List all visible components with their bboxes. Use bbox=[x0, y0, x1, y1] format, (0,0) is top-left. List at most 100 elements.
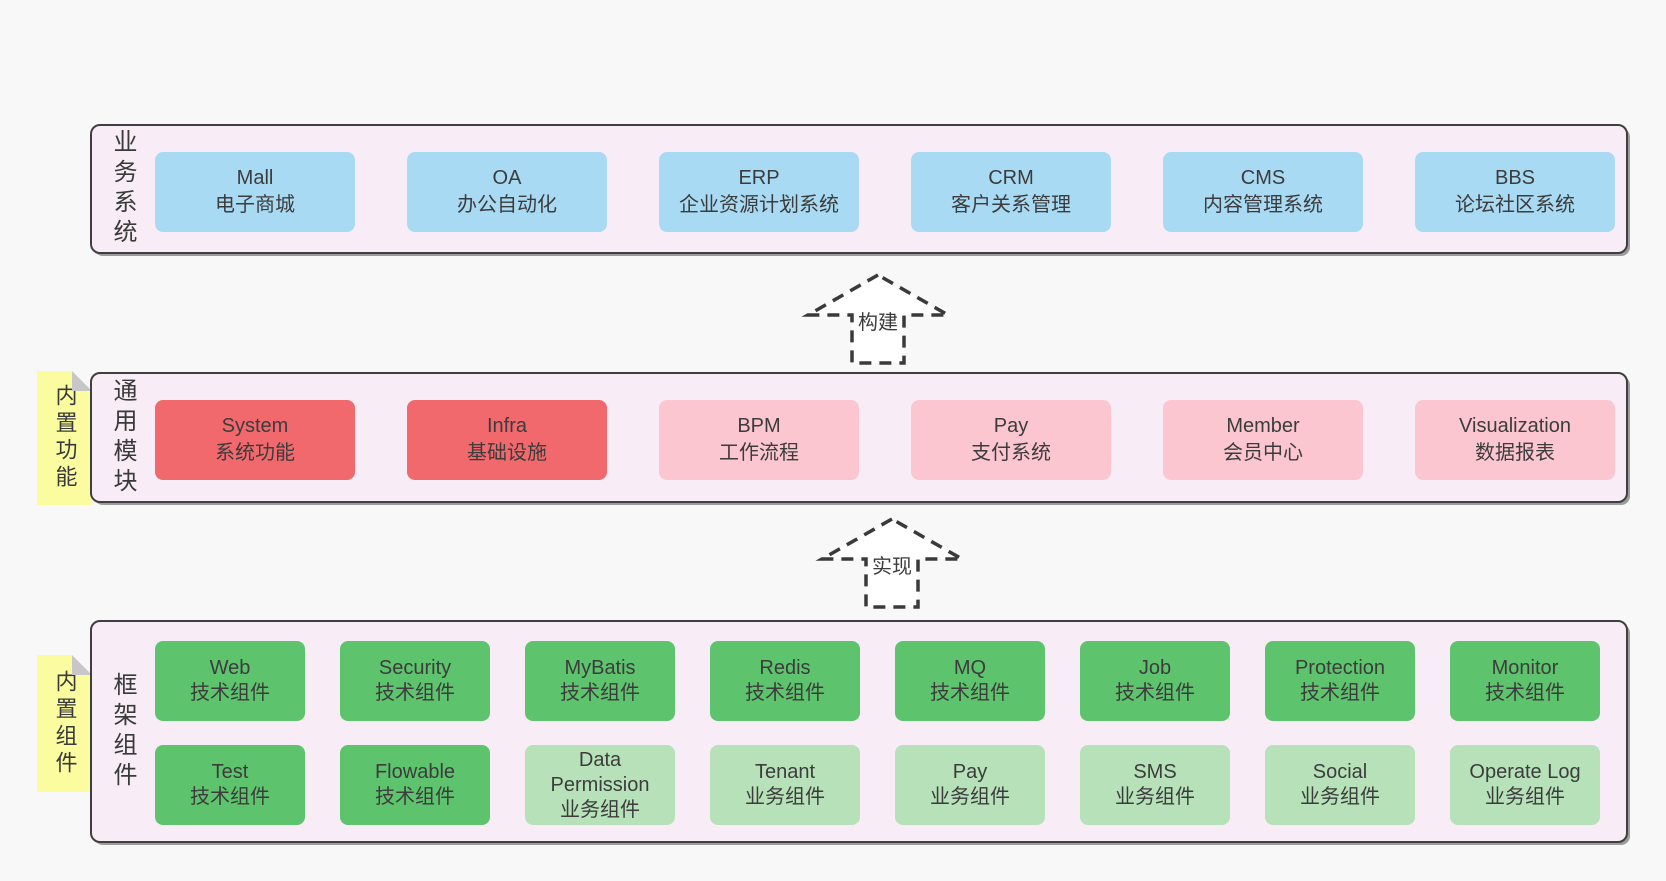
box-subtitle: 业务组件 bbox=[560, 798, 640, 821]
panel-side-label: 通用模块 bbox=[109, 377, 136, 498]
box-security: Security 技术组件 bbox=[340, 641, 490, 721]
sticky-note-built-in-components: 内置组件 bbox=[37, 655, 92, 792]
box-title: Social bbox=[1312, 761, 1368, 783]
box-title: CRM bbox=[988, 167, 1034, 189]
box-title: Web bbox=[209, 657, 251, 679]
box-subtitle: 技术组件 bbox=[1115, 682, 1195, 704]
box-title: Data Permission bbox=[550, 748, 650, 796]
framework-components-row-2: Test 技术组件 Flowable 技术组件 Data Permission … bbox=[155, 745, 1600, 825]
box-title: OA bbox=[492, 167, 522, 189]
box-title: MQ bbox=[953, 657, 987, 679]
box-pay-system: Pay 支付系统 bbox=[911, 400, 1111, 480]
box-subtitle: 内容管理系统 bbox=[1203, 194, 1323, 216]
box-title: Redis bbox=[759, 657, 811, 679]
box-cms: CMS 内容管理系统 bbox=[1163, 152, 1363, 232]
box-title: Job bbox=[1138, 657, 1172, 679]
box-bpm: BPM 工作流程 bbox=[659, 400, 859, 480]
box-operate-log: Operate Log 业务组件 bbox=[1450, 745, 1600, 825]
box-member: Member 会员中心 bbox=[1163, 400, 1363, 480]
box-title: BBS bbox=[1494, 167, 1536, 189]
box-subtitle: 业务组件 bbox=[1485, 786, 1565, 808]
box-title: BPM bbox=[737, 415, 781, 437]
box-title: Flowable bbox=[374, 761, 456, 783]
box-subtitle: 数据报表 bbox=[1475, 442, 1555, 464]
box-system: System 系统功能 bbox=[155, 400, 355, 480]
box-title: System bbox=[221, 415, 289, 437]
box-subtitle: 业务组件 bbox=[745, 786, 825, 808]
box-subtitle: 客户关系管理 bbox=[951, 194, 1071, 216]
box-subtitle: 会员中心 bbox=[1223, 442, 1303, 464]
framework-components-row-1: Web 技术组件 Security 技术组件 MyBatis 技术组件 Redi… bbox=[155, 641, 1600, 721]
box-title: Monitor bbox=[1491, 657, 1559, 679]
panel-common-modules: 通用模块 System 系统功能 Infra 基础设施 BPM 工作流程 Pay… bbox=[90, 372, 1628, 503]
box-subtitle: 业务组件 bbox=[1300, 786, 1380, 808]
box-data-permission: Data Permission 业务组件 bbox=[525, 745, 675, 825]
box-subtitle: 技术组件 bbox=[190, 786, 270, 808]
box-job: Job 技术组件 bbox=[1080, 641, 1230, 721]
box-mq: MQ 技术组件 bbox=[895, 641, 1045, 721]
box-title: Infra bbox=[486, 415, 528, 437]
arrow-label: 实现 bbox=[872, 555, 912, 578]
panel-side-label: 业务系统 bbox=[109, 129, 136, 249]
panel-framework-components: 框架组件 Web 技术组件 Security 技术组件 MyBatis 技术组件… bbox=[90, 620, 1628, 843]
box-subtitle: 技术组件 bbox=[375, 786, 455, 808]
box-title: Mall bbox=[236, 167, 274, 189]
box-visualization: Visualization 数据报表 bbox=[1415, 400, 1615, 480]
box-subtitle: 技术组件 bbox=[560, 682, 640, 704]
box-subtitle: 企业资源计划系统 bbox=[679, 194, 839, 216]
box-infra: Infra 基础设施 bbox=[407, 400, 607, 480]
box-tenant: Tenant 业务组件 bbox=[710, 745, 860, 825]
common-modules-row: System 系统功能 Infra 基础设施 BPM 工作流程 Pay 支付系统… bbox=[155, 400, 1615, 480]
box-subtitle: 系统功能 bbox=[215, 442, 295, 464]
box-title: Visualization bbox=[1459, 415, 1571, 437]
sticky-note-label: 内置组件 bbox=[52, 669, 78, 778]
box-subtitle: 支付系统 bbox=[971, 442, 1051, 464]
sticky-note-built-in-features: 内置功能 bbox=[37, 371, 92, 505]
box-subtitle: 业务组件 bbox=[1115, 786, 1195, 808]
box-subtitle: 技术组件 bbox=[1300, 682, 1380, 704]
panel-side-label: 框架组件 bbox=[109, 671, 136, 792]
box-web: Web 技术组件 bbox=[155, 641, 305, 721]
arrow-outline bbox=[815, 516, 969, 609]
arrow-outline bbox=[801, 272, 955, 365]
box-title: Security bbox=[378, 657, 452, 679]
box-oa: OA 办公自动化 bbox=[407, 152, 607, 232]
box-title: Pay bbox=[952, 761, 988, 783]
box-subtitle: 办公自动化 bbox=[457, 194, 557, 216]
box-subtitle: 技术组件 bbox=[930, 682, 1010, 704]
box-crm: CRM 客户关系管理 bbox=[911, 152, 1111, 232]
box-title: Tenant bbox=[754, 761, 816, 783]
box-redis: Redis 技术组件 bbox=[710, 641, 860, 721]
box-mybatis: MyBatis 技术组件 bbox=[525, 641, 675, 721]
box-title: Operate Log bbox=[1469, 761, 1581, 783]
box-sms: SMS 业务组件 bbox=[1080, 745, 1230, 825]
box-mall: Mall 电子商城 bbox=[155, 152, 355, 232]
dashed-up-arrow-build: 构建 bbox=[801, 272, 955, 365]
box-title: CMS bbox=[1240, 167, 1286, 189]
box-subtitle: 论坛社区系统 bbox=[1455, 194, 1575, 216]
box-bbs: BBS 论坛社区系统 bbox=[1415, 152, 1615, 232]
box-title: SMS bbox=[1133, 761, 1177, 783]
dashed-up-arrow-implement: 实现 bbox=[815, 516, 969, 609]
box-pay-component: Pay 业务组件 bbox=[895, 745, 1045, 825]
box-subtitle: 技术组件 bbox=[745, 682, 825, 704]
panel-business-systems: 业务系统 Mall 电子商城 OA 办公自动化 ERP 企业资源计划系统 CRM… bbox=[90, 124, 1628, 254]
box-subtitle: 技术组件 bbox=[375, 682, 455, 704]
box-title: Test bbox=[211, 761, 249, 783]
box-social: Social 业务组件 bbox=[1265, 745, 1415, 825]
arrow-label: 构建 bbox=[858, 311, 898, 334]
box-subtitle: 业务组件 bbox=[930, 786, 1010, 808]
box-protection: Protection 技术组件 bbox=[1265, 641, 1415, 721]
business-systems-row: Mall 电子商城 OA 办公自动化 ERP 企业资源计划系统 CRM 客户关系… bbox=[155, 152, 1615, 232]
box-erp: ERP 企业资源计划系统 bbox=[659, 152, 859, 232]
sticky-note-label: 内置功能 bbox=[52, 384, 78, 492]
box-monitor: Monitor 技术组件 bbox=[1450, 641, 1600, 721]
box-title: Member bbox=[1226, 415, 1300, 437]
box-subtitle: 基础设施 bbox=[467, 442, 547, 464]
box-flowable: Flowable 技术组件 bbox=[340, 745, 490, 825]
box-title: ERP bbox=[738, 167, 780, 189]
box-subtitle: 技术组件 bbox=[1485, 682, 1565, 704]
box-subtitle: 工作流程 bbox=[719, 442, 799, 464]
box-subtitle: 电子商城 bbox=[215, 194, 295, 216]
box-title: Protection bbox=[1294, 657, 1386, 679]
